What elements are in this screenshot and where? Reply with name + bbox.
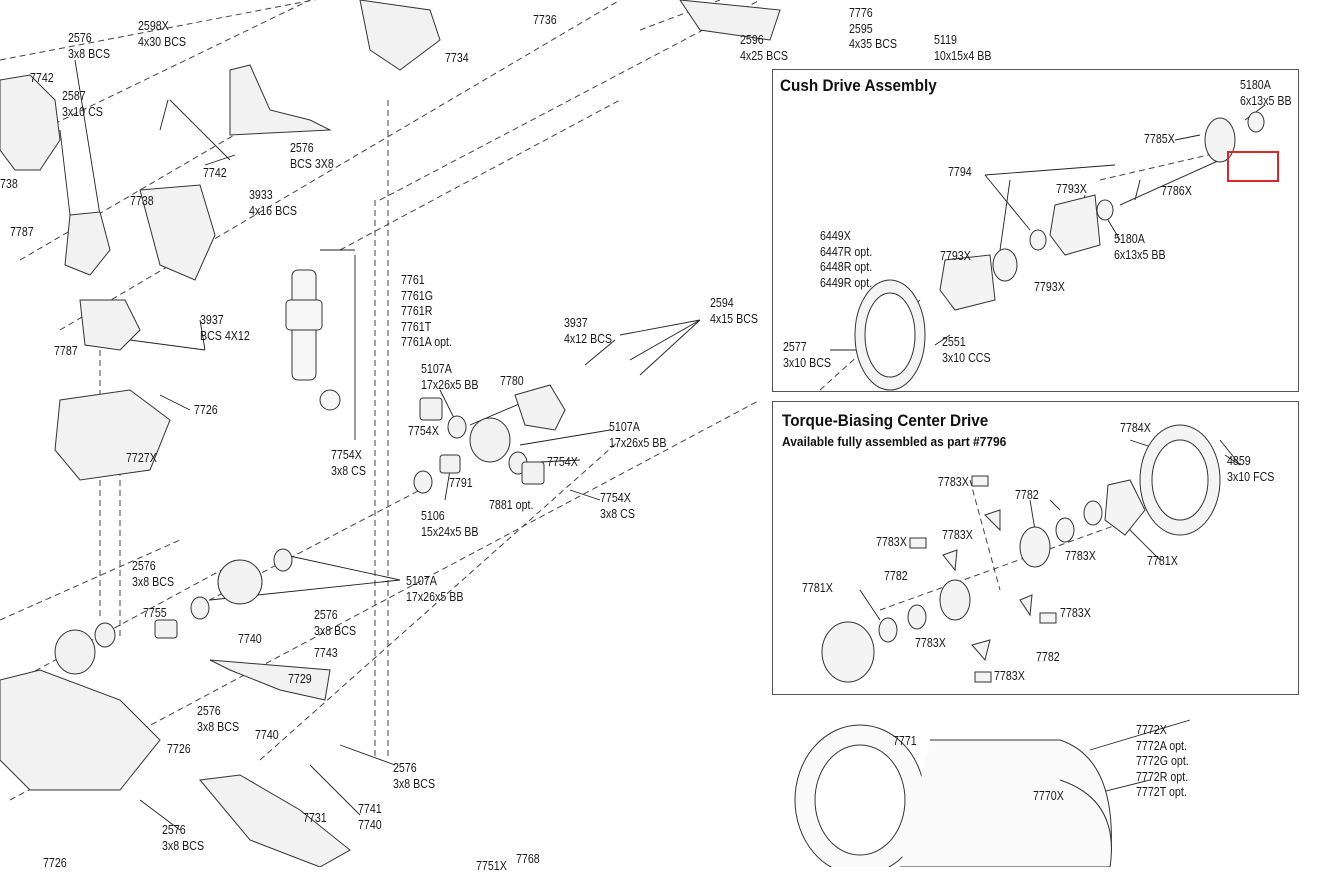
part-label: 7741 7740 bbox=[358, 801, 382, 832]
part-label: 2576 3x8 BCS bbox=[162, 822, 205, 853]
torque-drive-panel bbox=[772, 401, 1299, 695]
part-label: 5107A 17x26x5 BB bbox=[406, 573, 464, 604]
part-label: 7783X bbox=[938, 474, 969, 489]
part-label: 7761 7761G 7761R 7761T 7761A opt. bbox=[401, 272, 452, 349]
part-label: 5107A 17x26x5 BB bbox=[609, 419, 667, 450]
part-label: 2576 3x8 BCS bbox=[314, 607, 357, 638]
part-label: 7783X bbox=[876, 534, 907, 549]
part-label: 2551 3x10 CCS bbox=[942, 334, 991, 365]
part-label: 2598X 4x30 BCS bbox=[138, 18, 187, 49]
part-label: 7783X bbox=[942, 527, 973, 542]
part-label: 3933 4x16 BCS bbox=[249, 187, 298, 218]
part-label: 7781X bbox=[1147, 553, 1178, 568]
part-label: 7791 bbox=[449, 475, 473, 490]
part-label: 7771 bbox=[893, 733, 917, 748]
part-label: 7754X bbox=[408, 423, 439, 438]
part-label: 7755 bbox=[143, 605, 167, 620]
part-label: 7736 bbox=[533, 12, 557, 27]
part-label: 5180A 6x13x5 BB bbox=[1240, 77, 1292, 108]
part-label: 7781X bbox=[802, 580, 833, 595]
part-label: 7726 bbox=[43, 855, 67, 870]
part-label: 3937 BCS 4X12 bbox=[200, 312, 250, 343]
part-label: 7770X bbox=[1033, 788, 1064, 803]
part-label: 7784X bbox=[1120, 420, 1151, 435]
part-label: 7768 bbox=[516, 851, 540, 866]
part-label: 7729 bbox=[288, 671, 312, 686]
part-label: 7782 bbox=[1036, 649, 1060, 664]
part-label: 7783X bbox=[1060, 605, 1091, 620]
part-label: 5180A 6x13x5 BB bbox=[1114, 231, 1166, 262]
part-label: 6449X 6447R opt. 6448R opt. 6449R opt. bbox=[820, 228, 873, 290]
part-label: 5107A 17x26x5 BB bbox=[421, 361, 479, 392]
part-label: 7794 bbox=[948, 164, 972, 179]
part-label: 7782 bbox=[1015, 487, 1039, 502]
part-label: 7738 bbox=[130, 193, 154, 208]
part-label: 2576 3x8 BCS bbox=[68, 30, 111, 61]
part-label: 7751X bbox=[476, 858, 507, 873]
part-label: 7881 opt. bbox=[489, 497, 534, 512]
part-label: 7786X bbox=[1161, 183, 1192, 198]
part-label: 7754X bbox=[547, 454, 578, 469]
part-label: 2576 3x8 BCS bbox=[393, 760, 436, 791]
part-label: 7754X 3x8 CS bbox=[600, 490, 635, 521]
part-label: 7782 bbox=[884, 568, 908, 583]
part-label: 7785X bbox=[1144, 131, 1175, 146]
part-label: 3937 4x12 BCS bbox=[564, 315, 613, 346]
part-label: 7787 bbox=[10, 224, 34, 239]
part-label: 2587 3x10 CS bbox=[62, 88, 103, 119]
part-label: 5119 10x15x4 BB bbox=[934, 32, 992, 63]
part-label: 7740 bbox=[238, 631, 262, 646]
part-label: 7727X bbox=[126, 450, 157, 465]
part-label: 2576 BCS 3X8 bbox=[290, 140, 334, 171]
part-label: 7734 bbox=[445, 50, 469, 65]
part-label: 738 bbox=[0, 176, 18, 191]
part-label: 7726 bbox=[194, 402, 218, 417]
part-label: 7731 bbox=[303, 810, 327, 825]
part-label: 2596 4x25 BCS bbox=[740, 32, 789, 63]
part-label: 7783X bbox=[994, 668, 1025, 683]
part-label: 7793X bbox=[1056, 181, 1087, 196]
part-label: 2576 3x8 BCS bbox=[197, 703, 240, 734]
part-label: 7787 bbox=[54, 343, 78, 358]
part-label: 2594 4x15 BCS bbox=[710, 295, 759, 326]
cush-drive-panel bbox=[772, 69, 1299, 392]
part-label: 7776 2595 4x35 BCS bbox=[849, 5, 898, 51]
part-label: 2577 3x10 BCS bbox=[783, 339, 832, 370]
part-label: 4859 3x10 FCS bbox=[1227, 453, 1275, 484]
torque-drive-title: Torque-Biasing Center Drive bbox=[782, 411, 989, 430]
torque-drive-subtitle: Available fully assembled as part #7796 bbox=[782, 434, 1007, 449]
part-label: 7740 bbox=[255, 727, 279, 742]
part-label: 5106 15x24x5 BB bbox=[421, 508, 479, 539]
cush-drive-title: Cush Drive Assembly bbox=[780, 76, 937, 95]
highlight-box bbox=[1227, 151, 1279, 182]
part-label: 7793X bbox=[1034, 279, 1065, 294]
part-label: 7772X 7772A opt. 7772G opt. 7772R opt. 7… bbox=[1136, 722, 1189, 799]
part-label: 7793X bbox=[940, 248, 971, 263]
part-label: 7783X bbox=[915, 635, 946, 650]
part-label: 2576 3x8 BCS bbox=[132, 558, 175, 589]
part-label: 7780 bbox=[500, 373, 524, 388]
part-label: 7742 bbox=[203, 165, 227, 180]
part-label: 7726 bbox=[167, 741, 191, 756]
part-label: 7742 bbox=[30, 70, 54, 85]
part-label: 7754X 3x8 CS bbox=[331, 447, 366, 478]
part-label: 7743 bbox=[314, 645, 338, 660]
part-label: 7783X bbox=[1065, 548, 1096, 563]
